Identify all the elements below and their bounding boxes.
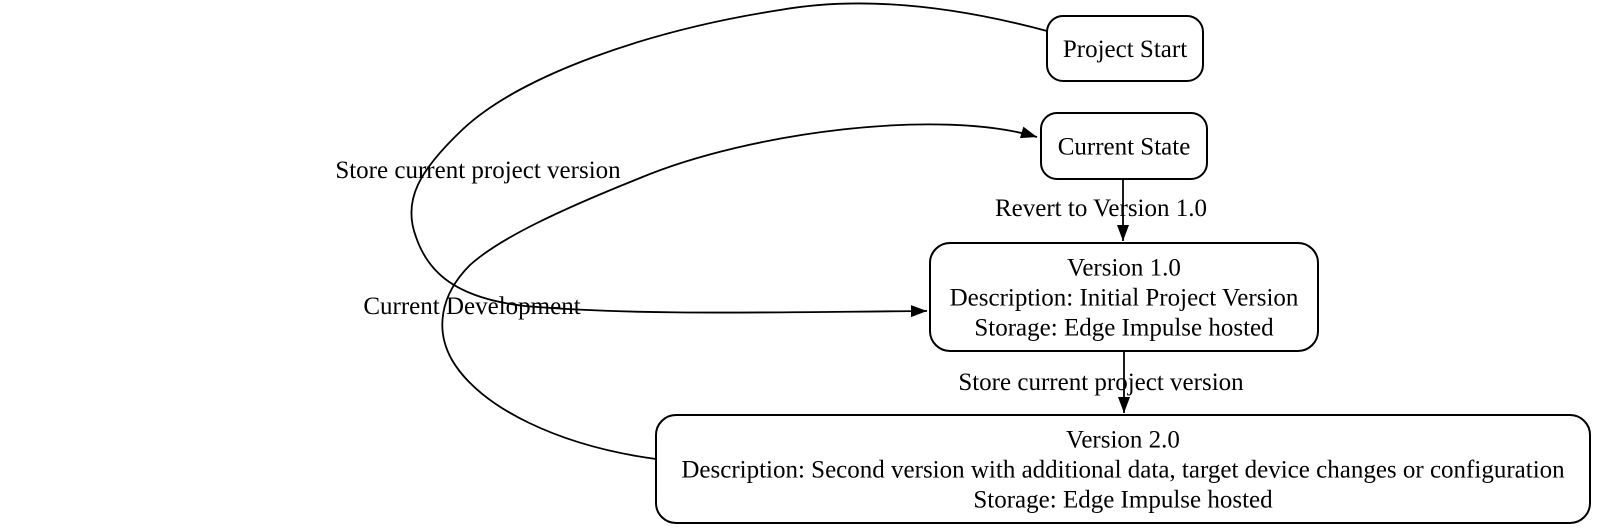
node-project-start-box (1046, 15, 1204, 82)
node-project-start: Project Start (1046, 15, 1204, 82)
edge-store-version-2-label: Store current project version (958, 369, 1244, 396)
edge-store-version-1-label: Store current project version (335, 157, 621, 184)
node-version-2-label-line-2: Description: Second version with additio… (681, 457, 1565, 484)
edge-current-development (441, 123, 1038, 460)
edge-current-development-label: Current Development (363, 293, 580, 320)
edge-store-version-1 (410, 2, 1048, 318)
node-current-state-label-line-1: Current State (1058, 134, 1191, 161)
node-version-2-label-line-3: Storage: Edge Impulse hosted (973, 487, 1273, 514)
node-current-state: Current State (1040, 112, 1208, 180)
node-version-2-box (655, 414, 1591, 524)
node-version-1-box (929, 242, 1319, 352)
node-current-state-box (1040, 112, 1208, 180)
edge-revert-to-version-1-label: Revert to Version 1.0 (995, 195, 1207, 222)
node-version-1-label-line-3: Storage: Edge Impulse hosted (974, 315, 1274, 342)
node-version-2-label-line-1: Version 2.0 (1066, 427, 1180, 454)
node-version-1-label-line-1: Version 1.0 (1067, 255, 1181, 282)
node-version-1-label-line-2: Description: Initial Project Version (950, 285, 1299, 312)
edges-layer (410, 2, 1130, 460)
node-project-start-label-line-1: Project Start (1063, 36, 1187, 63)
